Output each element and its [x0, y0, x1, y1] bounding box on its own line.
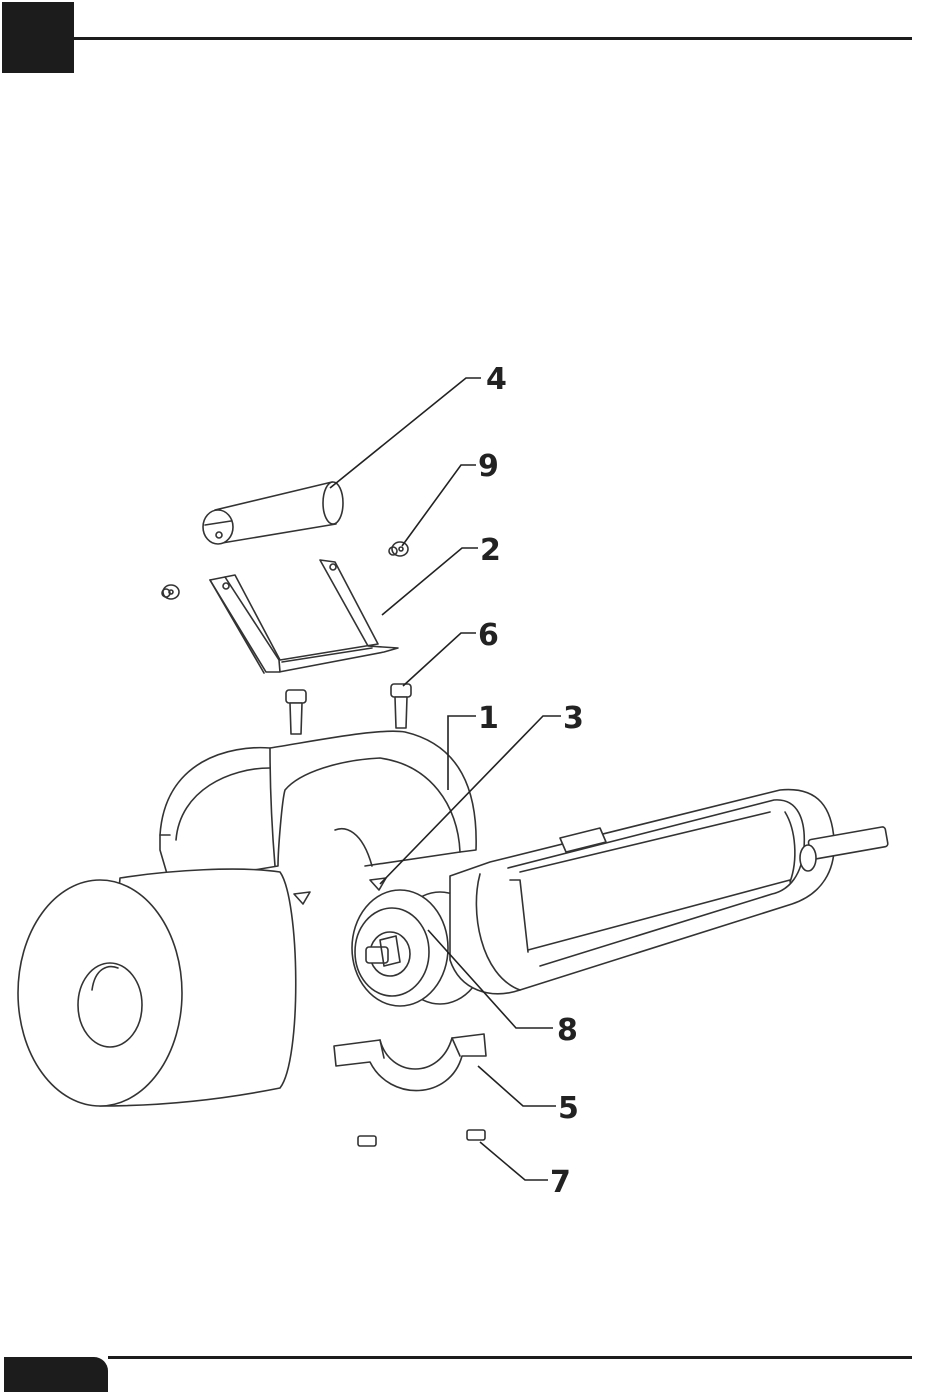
callout-8: 8 [557, 1013, 578, 1048]
part-4-pin [203, 482, 343, 544]
roller-cylinder [18, 869, 296, 1106]
callout-9: 9 [478, 449, 499, 484]
screw-left [162, 585, 179, 599]
callout-3: 3 [563, 701, 584, 736]
callout-6: 6 [478, 618, 499, 653]
callout-4: 4 [486, 362, 507, 397]
part-9-screw [389, 542, 408, 556]
part-5-lower-clamp [334, 1034, 486, 1091]
part-7-set-screws [358, 1130, 485, 1146]
part-1-upper-shell [160, 731, 476, 884]
callout-7: 7 [550, 1165, 571, 1200]
drill-body [450, 790, 888, 994]
callout-5: 5 [558, 1091, 579, 1126]
part-2-bracket [210, 560, 398, 673]
callout-1: 1 [478, 701, 499, 736]
callout-2: 2 [480, 533, 501, 568]
part-6-bolts [286, 684, 411, 734]
